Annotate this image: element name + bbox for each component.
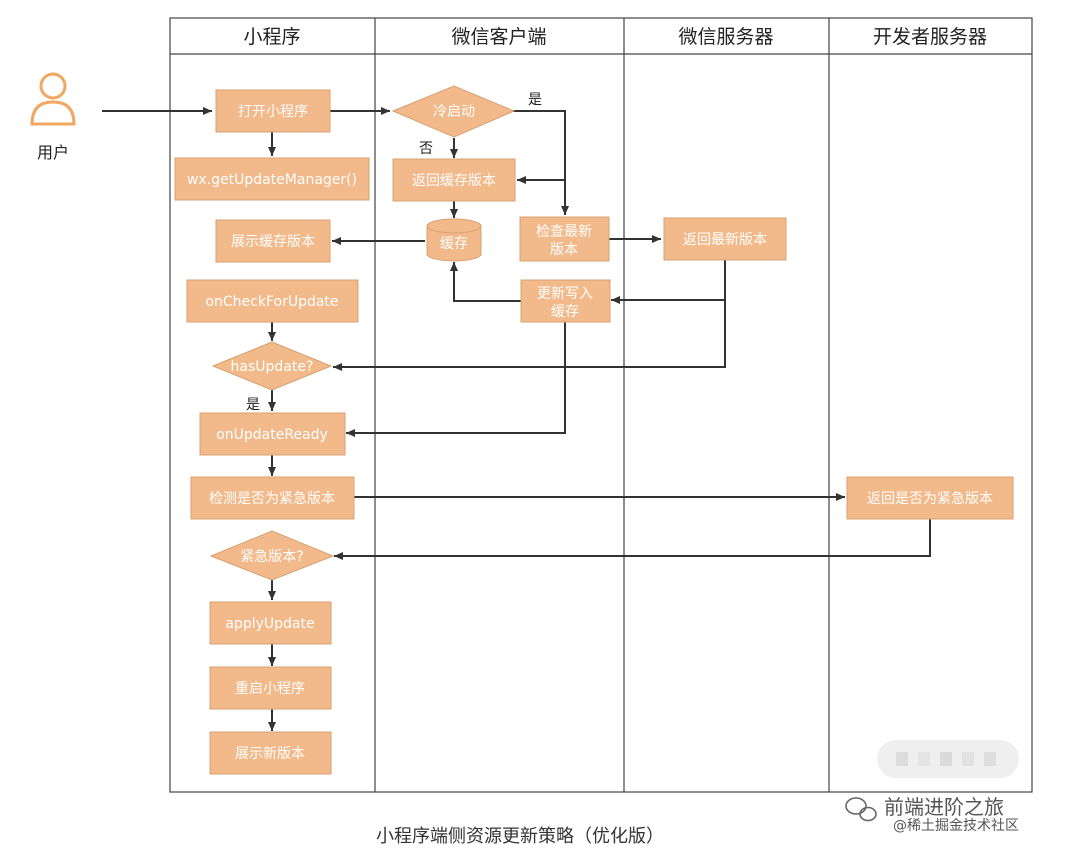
- svg-text:重启小程序: 重启小程序: [235, 681, 305, 697]
- svg-text:冷启动: 冷启动: [433, 104, 475, 120]
- swimlanes: [169, 17, 1033, 793]
- node-on-update-ready: onUpdateReady: [199, 412, 346, 456]
- node-open-miniprogram: 打开小程序: [215, 89, 331, 133]
- svg-text:返回是否为紧急版本: 返回是否为紧急版本: [867, 491, 993, 507]
- diagram-caption: 小程序端侧资源更新策略（优化版）: [376, 826, 664, 847]
- svg-text:缓存: 缓存: [440, 236, 468, 252]
- svg-text:hasUpdate?: hasUpdate?: [231, 359, 314, 375]
- node-check-latest-version: 检查最新 版本: [519, 216, 610, 262]
- node-show-cached-version: 展示缓存版本: [215, 219, 331, 263]
- node-return-urgent-version: 返回是否为紧急版本: [846, 476, 1014, 520]
- svg-text:更新写入: 更新写入: [537, 286, 593, 302]
- svg-text:onUpdateReady: onUpdateReady: [216, 427, 328, 443]
- node-check-urgent-version: 检测是否为紧急版本: [190, 476, 355, 520]
- svg-text:缓存: 缓存: [551, 304, 579, 320]
- node-on-check-for-update: onCheckForUpdate: [186, 279, 359, 323]
- wechat-logo-icon: [845, 797, 877, 822]
- node-apply-update: applyUpdate: [209, 601, 332, 645]
- cache-cylinder: 缓存: [426, 218, 482, 262]
- svg-text:wx.getUpdateManager(): wx.getUpdateManager(): [187, 172, 357, 188]
- node-get-update-manager: wx.getUpdateManager(): [174, 157, 370, 201]
- node-restart-miniprogram: 重启小程序: [209, 666, 332, 710]
- lane-title-developer-server: 开发者服务器: [873, 26, 987, 48]
- svg-text:applyUpdate: applyUpdate: [225, 616, 314, 632]
- decision-cold-start: 冷启动: [391, 85, 516, 138]
- svg-text:打开小程序: 打开小程序: [238, 103, 308, 120]
- label-no-cold-start: 否: [419, 141, 433, 157]
- decision-urgent-version: 紧急版本?: [209, 530, 335, 581]
- node-return-latest-version: 返回最新版本: [663, 217, 787, 261]
- svg-text:返回缓存版本: 返回缓存版本: [412, 173, 496, 189]
- svg-text:检测是否为紧急版本: 检测是否为紧急版本: [209, 491, 335, 507]
- lane-title-wechat-server: 微信服务器: [678, 26, 773, 48]
- lane-title-miniprogram: 小程序: [243, 26, 300, 48]
- watermark-subtitle: @稀土掘金技术社区: [893, 818, 1019, 834]
- decision-has-update: hasUpdate?: [211, 341, 333, 391]
- node-return-cached-version: 返回缓存版本: [392, 158, 516, 202]
- lane-title-wechat-client: 微信客户端: [451, 26, 546, 48]
- svg-text:展示新版本: 展示新版本: [235, 746, 305, 762]
- label-yes-cold-start: 是: [528, 92, 542, 108]
- svg-text:onCheckForUpdate: onCheckForUpdate: [205, 294, 338, 310]
- svg-text:检查最新: 检查最新: [536, 224, 592, 240]
- blurred-badge: [877, 740, 1019, 778]
- node-write-cache: 更新写入 缓存: [520, 279, 611, 323]
- actor-label: 用户: [37, 143, 69, 162]
- node-show-new-version: 展示新版本: [209, 731, 332, 775]
- user-icon: [30, 72, 76, 126]
- watermark-title: 前端进阶之旅: [884, 795, 1004, 819]
- svg-text:返回最新版本: 返回最新版本: [683, 232, 767, 248]
- connectors: [102, 107, 931, 731]
- svg-text:展示缓存版本: 展示缓存版本: [231, 234, 315, 250]
- label-yes-has-update: 是: [246, 397, 260, 413]
- svg-text:紧急版本?: 紧急版本?: [240, 549, 303, 565]
- svg-text:版本: 版本: [550, 242, 578, 258]
